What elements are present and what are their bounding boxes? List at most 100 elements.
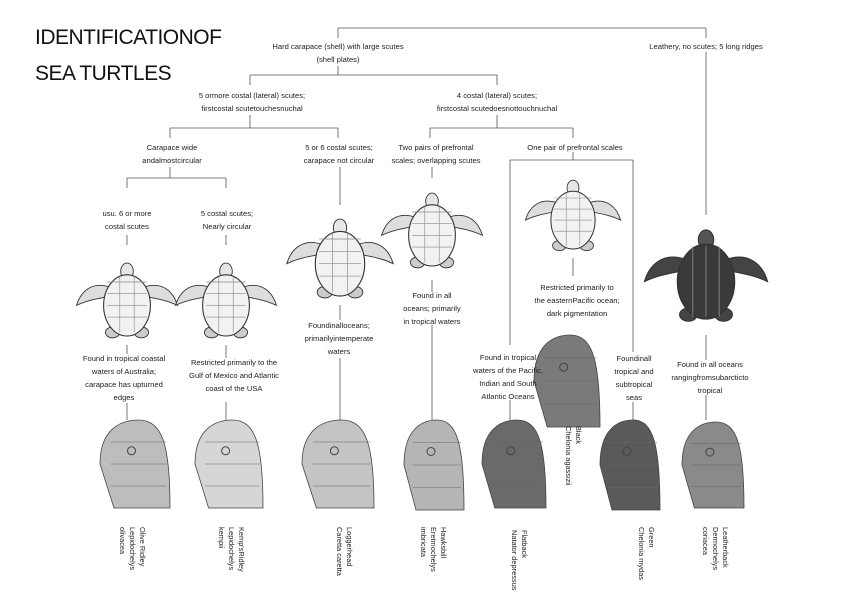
range-text: seas	[625, 393, 643, 402]
node-text: scales; overlapping scutes	[391, 156, 481, 165]
node-text: costal scutes	[105, 222, 149, 231]
scientific-name: Chelonia mydas	[637, 527, 646, 580]
leatherback-turtle-icon	[643, 229, 769, 322]
eye	[127, 446, 136, 456]
scientific-name: imbricata	[419, 527, 428, 557]
range-text: subtropical	[615, 380, 653, 389]
node-text: firstcostal scutedoesnottouchnuchal	[436, 104, 558, 113]
node-text: 5 or 6 costal scutes;	[305, 143, 373, 152]
node-text: Carapace wide	[146, 143, 198, 152]
scientific-name: Lepidochelys	[128, 527, 137, 571]
kemps-ridley-turtle-icon	[174, 262, 278, 339]
node-text: Nearly circular	[202, 222, 252, 231]
eye	[506, 446, 516, 456]
common-name: Loggerhead	[345, 527, 354, 567]
front-flipper	[142, 284, 179, 307]
olive-ridley-turtle-icon	[75, 262, 179, 339]
range-text: in tropical waters	[403, 317, 461, 326]
node-one-pair-prefrontal: One pair of prefrontal scales	[527, 141, 622, 154]
black-head-icon	[533, 334, 601, 428]
scientific-name: Caretta caretta	[335, 527, 344, 576]
node-text: Leathery, no scutes; 5 long ridges	[649, 42, 763, 51]
eye	[705, 447, 715, 457]
range-text: waters of Australia;	[91, 367, 157, 376]
range-text: oceans; primarily	[403, 304, 461, 313]
scientific-name: Lepidochelys	[227, 527, 236, 571]
node-text: firstcostal scutetouchesnuchal	[201, 104, 303, 113]
scientific-name: Natator depressus	[510, 530, 519, 591]
front-flipper	[75, 284, 112, 307]
range-text: tropical and	[614, 367, 654, 376]
node-text: (shell plates)	[316, 55, 360, 64]
range-text: dark pigmentation	[546, 309, 608, 318]
range-text: carapace has upturned	[85, 380, 163, 389]
range-text: Restricted primarily to	[540, 283, 614, 292]
eye	[329, 446, 339, 456]
range-text: Atlantic Oceans	[481, 392, 535, 401]
front-flipper	[447, 214, 484, 237]
common-name: Olive Ridley	[138, 527, 147, 567]
hawksbill-turtle-icon	[380, 192, 484, 269]
node-four-costal: 4 costal (lateral) scutes;firstcostal sc…	[437, 89, 557, 115]
common-name: Leatherback	[721, 527, 730, 568]
front-flipper	[286, 242, 324, 265]
range-text: waters	[327, 347, 351, 356]
eye	[622, 447, 632, 456]
range-text: Found in all	[412, 291, 452, 300]
olive-ridley-head-icon	[99, 419, 171, 509]
range-text: primarilyintemperate	[304, 334, 374, 343]
range-text: Restricted primarily to the	[190, 358, 278, 367]
hawksbill-head-icon	[403, 419, 465, 511]
common-name: Kemp'sRidley	[237, 527, 246, 572]
range-text: waters of the Pacific,	[472, 366, 544, 375]
node-five-circular: 5 costal scutes;Nearly circular	[201, 207, 253, 233]
node-text: One pair of prefrontal scales	[527, 143, 623, 152]
node-five-or-more-costal: 5 ormore costal (lateral) scutes; firstco…	[199, 89, 305, 115]
loggerhead-turtle-icon	[286, 218, 394, 299]
front-flipper	[241, 284, 278, 307]
range-text: Found in all oceans	[677, 360, 743, 369]
range-text: Foundinalloceans;	[308, 321, 370, 330]
title-line-2: SEA TURTLES	[35, 62, 172, 85]
front-flipper	[174, 284, 211, 307]
node-five-or-six-costal: 5 or 6 costal scutes;carapace not circul…	[304, 141, 375, 167]
range-text: edges	[113, 393, 135, 402]
common-name: Black	[574, 426, 583, 445]
node-text: Hard carapace (shell) with large scutes	[272, 42, 404, 51]
eye	[221, 446, 231, 456]
eye	[426, 447, 436, 456]
front-flipper	[587, 200, 622, 221]
range-text: the easternPacific ocean;	[534, 296, 620, 305]
node-text: Two pairs of prefrontal	[398, 143, 474, 152]
common-name: Flatback	[520, 530, 529, 558]
black-turtle-icon	[524, 179, 622, 252]
leatherback-head-icon	[681, 421, 745, 509]
node-text: 5 ormore costal (lateral) scutes;	[198, 91, 306, 100]
range-text: rangingfromsubarcticto	[671, 373, 749, 382]
scientific-name: kempii	[217, 527, 226, 549]
flatback-head-icon	[481, 419, 547, 509]
node-leathery: Leathery, no scutes; 5 long ridges	[649, 40, 762, 53]
range-black: Restricted primarily to the easternPacifi…	[534, 281, 619, 320]
scientific-name: olivacea	[118, 527, 127, 555]
front-flipper	[725, 256, 769, 283]
range-text: coast of the USA	[205, 384, 263, 393]
scientific-name: Dermochelys	[711, 527, 720, 571]
front-flipper	[380, 214, 417, 237]
title-line-1: IDENTIFICATIONOF	[35, 26, 222, 49]
node-two-pairs-prefrontal: Two pairs of prefrontal scales; overlappi…	[391, 141, 480, 167]
